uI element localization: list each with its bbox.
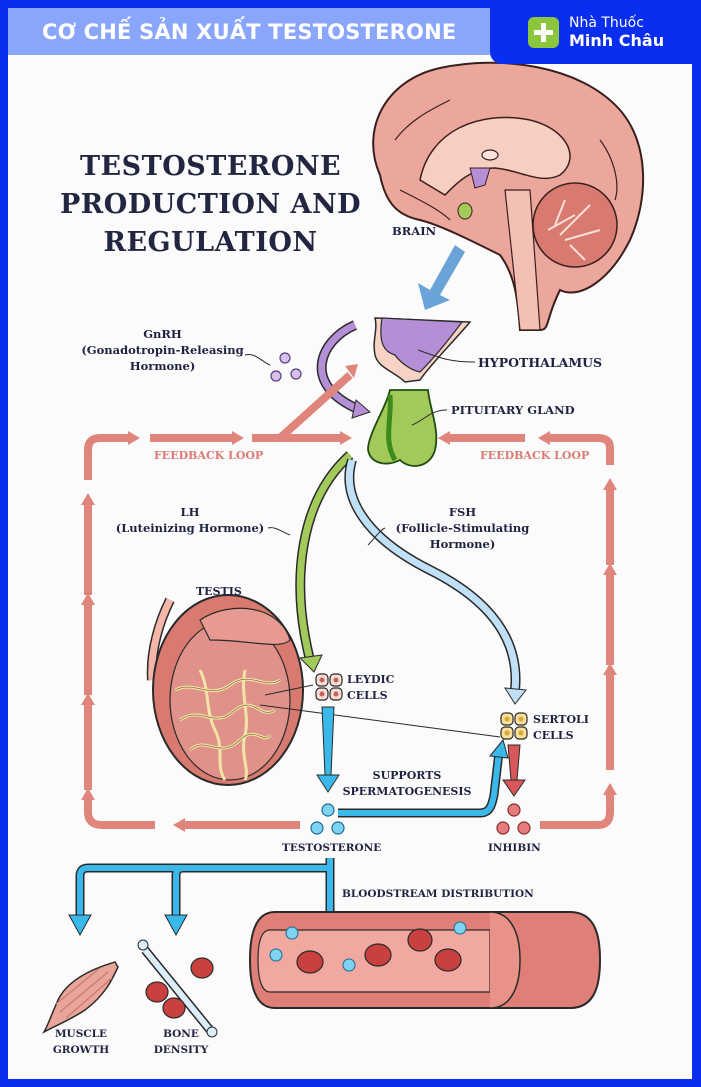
fsh-arrow [345, 458, 520, 691]
title-line-3: REGULATION [103, 227, 318, 258]
gnrh-abbr: GnRH [143, 327, 182, 341]
label-muscle-growth: MUSCLE GROWTH [48, 1026, 114, 1058]
brain-to-hypothalamus-arrow [418, 245, 465, 310]
fsh-full-line-2: Hormone) [429, 537, 496, 551]
lh-full: (Luteinizing Hormone) [115, 521, 265, 535]
label-sertoli-cells: SERTOLI CELLS [533, 712, 589, 744]
label-brain: BRAIN [392, 224, 437, 238]
gnrh-full-line-2: Hormone) [129, 359, 196, 373]
bone-line-1: BONE [163, 1028, 199, 1040]
supports-spermatogenesis-arrow [338, 751, 502, 816]
feedback-loop-right [450, 434, 614, 829]
brand-line-2: Minh Châu [569, 31, 665, 50]
supports-line-2: SPERMATOGENESIS [342, 785, 472, 798]
sertoli-line-1: SERTOLI [533, 713, 589, 726]
label-feedback-loop-left: FEEDBACK LOOP [154, 449, 264, 462]
brain-illustration [372, 61, 645, 331]
muscle-line-2: GROWTH [52, 1044, 110, 1056]
title-line-2: PRODUCTION AND [60, 189, 362, 220]
muscle-line-1: MUSCLE [54, 1028, 108, 1040]
label-gnrh: GnRH (Gonadotropin-Releasing Hormone) [80, 326, 245, 374]
label-bloodstream-distribution: BLOODSTREAM DISTRIBUTION [342, 888, 534, 900]
label-inhibin: INHIBIN [488, 842, 541, 854]
gnrh-full-line-1: (Gonadotropin-Releasing [81, 343, 244, 357]
label-leydig-cells: LEYDIC CELLS [347, 672, 394, 704]
blood-vessel-illustration [248, 911, 602, 1009]
leydig-to-testosterone-arrow [316, 706, 340, 793]
label-feedback-loop-right: FEEDBACK LOOP [480, 449, 590, 462]
brand-line-1: Nhà Thuốc [569, 15, 644, 31]
sertoli-to-inhibin-arrow [502, 744, 526, 797]
lh-abbr: LH [180, 505, 200, 519]
gnrh-arrow [318, 321, 362, 414]
bone-illustration [137, 939, 218, 1038]
sertoli-line-2: CELLS [533, 729, 574, 742]
brand-badge[interactable]: Nhà Thuốc Minh Châu [490, 0, 701, 64]
fsh-full-line-1: (Follicle-Stimulating [395, 521, 530, 535]
leydig-line-2: CELLS [347, 689, 388, 702]
label-testosterone: TESTOSTERONE [282, 842, 382, 854]
lh-arrow [296, 452, 353, 661]
inhibin-molecules [496, 803, 531, 835]
banner-title: CƠ CHẾ SẢN XUẤT TESTOSTERONE [42, 19, 457, 44]
label-testis: TESTIS [196, 585, 242, 598]
label-hypothalamus: HYPOTHALAMUS [478, 355, 603, 370]
muscle-illustration [42, 961, 119, 1034]
banner-title-bar: CƠ CHẾ SẢN XUẤT TESTOSTERONE [8, 8, 490, 55]
testosterone-molecules [310, 803, 345, 835]
diagram-title: TESTOSTERONE PRODUCTION AND REGULATION [60, 148, 361, 262]
label-bone-density: BONE DENSITY [148, 1026, 214, 1058]
hypothalamus-pituitary-illustration [367, 317, 472, 467]
plus-cross-icon [528, 16, 559, 48]
label-pituitary-gland: PITUITARY GLAND [451, 403, 575, 417]
title-line-1: TESTOSTERONE [79, 151, 342, 182]
testis-illustration [146, 594, 304, 786]
sertoli-cells [500, 712, 528, 740]
leydig-line-1: LEYDIC [347, 673, 395, 686]
supports-line-1: SUPPORTS [372, 769, 442, 782]
label-fsh: FSH (Follicle-Stimulating Hormone) [385, 504, 540, 552]
bone-line-2: DENSITY [153, 1044, 209, 1056]
fsh-abbr: FSH [448, 505, 477, 519]
distribution-arrows [68, 858, 342, 952]
feedback-loop-left [84, 372, 353, 829]
brand-name: Nhà Thuốc Minh Châu [569, 14, 664, 50]
gnrh-molecules [270, 352, 302, 382]
label-supports-spermatogenesis: SUPPORTS SPERMATOGENESIS [342, 768, 472, 800]
leydig-cells [315, 673, 343, 701]
label-lh: LH (Luteinizing Hormone) [110, 504, 270, 536]
